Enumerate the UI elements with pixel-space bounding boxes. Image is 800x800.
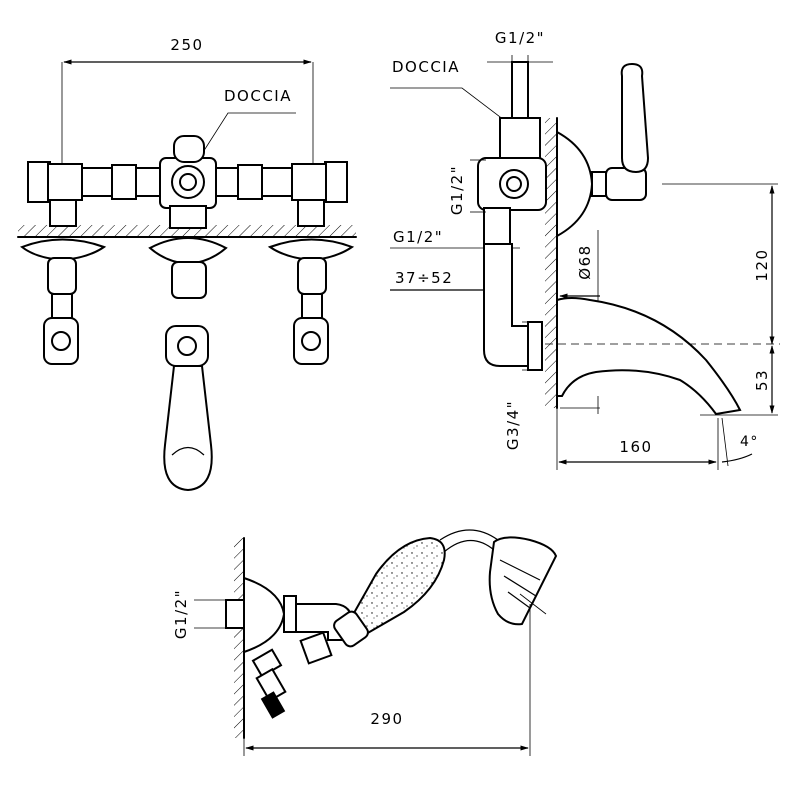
side-spout [556, 297, 742, 416]
front-view: 250 DOCCIA [17, 36, 357, 492]
side-top-inlet [511, 61, 529, 121]
side-inlet-nut [527, 321, 543, 371]
shower-neck [439, 529, 499, 541]
side-center-range-label: 37÷52 [395, 269, 453, 287]
side-handle-lever [620, 62, 650, 174]
shower-wall-hatch [234, 538, 244, 738]
front-deck-hatch [18, 225, 356, 237]
side-reach-label: 160 [619, 438, 652, 456]
side-angle-label: 4° [740, 434, 759, 450]
front-left-nut [111, 164, 137, 200]
side-spout-height-label: 53 [753, 369, 771, 391]
front-right-valve [267, 199, 355, 365]
front-right-cap [324, 161, 348, 203]
shower-nut [283, 595, 297, 633]
front-right-nut [237, 164, 263, 200]
side-top-thread-label: G1/2" [495, 29, 545, 47]
side-valve-stem [483, 207, 511, 245]
shower-length-label: 290 [370, 710, 403, 728]
shower-lower-fitting [251, 648, 287, 719]
side-thread-label: G1/2" [448, 165, 466, 215]
shower-view: G1/2" 290 [172, 529, 558, 756]
front-right-body [291, 163, 327, 201]
shower-thread-label: G1/2" [172, 589, 190, 639]
shower-handle-collar [333, 610, 369, 648]
side-shower-label: DOCCIA [392, 58, 460, 76]
front-width-label: 250 [170, 36, 203, 54]
side-wall-hatch [545, 118, 557, 408]
front-diverter-stem [169, 205, 207, 229]
front-left-valve [19, 199, 107, 365]
shower-head [488, 536, 558, 626]
front-shower-label: DOCCIA [224, 87, 292, 105]
front-left-body [47, 163, 83, 201]
side-outlet-thread-label: G3/4" [504, 400, 522, 450]
side-inlet-thread-label: G1/2" [393, 228, 443, 246]
side-handle-hub [605, 167, 647, 201]
front-shower-leader [197, 112, 296, 161]
side-inlet-pipe [483, 243, 535, 367]
front-diverter-knob-inner [179, 173, 197, 191]
side-handle-nut [591, 171, 607, 197]
side-height-label: 120 [753, 248, 771, 281]
side-escutcheon [556, 130, 594, 238]
front-left-cap [27, 161, 51, 203]
side-view: G1/2" DOCCIA G1/2" 120 G1/2" [390, 29, 780, 470]
shower-hose-connector [299, 631, 333, 665]
front-width-dimension: 250 [61, 36, 314, 170]
side-shower-leader [390, 87, 513, 127]
shower-escutcheon [243, 576, 286, 654]
front-spout [148, 237, 228, 492]
front-diverter-top [173, 135, 205, 163]
side-diameter-label: Ø68 [576, 244, 594, 279]
shower-inlet [225, 599, 245, 629]
